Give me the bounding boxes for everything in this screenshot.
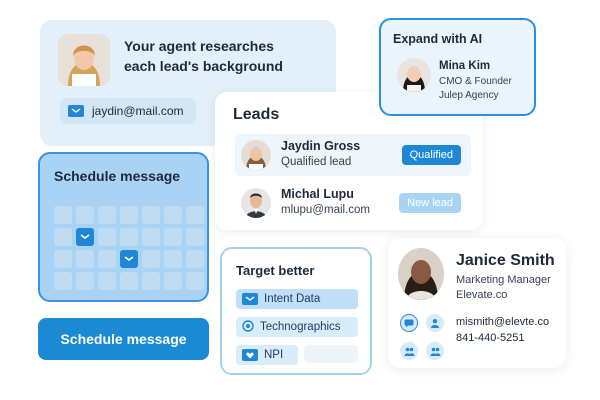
mail-icon	[124, 255, 134, 261]
lead-status-badge[interactable]: Qualified	[401, 145, 461, 165]
lead-detail: Qualified lead	[281, 156, 352, 168]
calendar-slot[interactable]	[98, 272, 116, 290]
contact-avatar	[397, 58, 431, 92]
calendar-slot[interactable]	[54, 228, 72, 246]
calendar-slot[interactable]	[120, 228, 138, 246]
scheduled-slot[interactable]	[120, 250, 138, 268]
mail-icon	[68, 105, 84, 117]
lead-row[interactable]: Jaydin Gross Qualified lead Qualified	[235, 134, 471, 176]
lead-avatar	[241, 140, 271, 170]
calendar-slot[interactable]	[164, 206, 182, 224]
target-better-card: Target better Intent Data Technographics…	[220, 247, 372, 375]
expand-title: Expand with AI	[393, 32, 483, 46]
calendar-slot[interactable]	[164, 228, 182, 246]
target-option-intent-data[interactable]: Intent Data	[236, 289, 358, 309]
contact-card: Janice Smith Marketing Manager Elevate.c…	[388, 238, 566, 368]
calendar-slot[interactable]	[54, 206, 72, 224]
lead-status-badge[interactable]: New lead	[399, 193, 461, 213]
calendar-slot[interactable]	[142, 228, 160, 246]
globe-icon	[242, 319, 254, 335]
lead-email-chip[interactable]: jaydin@mail.com	[60, 98, 196, 124]
calendar-slot[interactable]	[142, 206, 160, 224]
target-title: Target better	[236, 263, 315, 278]
lead-name: Jaydin Gross	[281, 139, 361, 153]
mail-icon	[80, 233, 90, 239]
calendar-slot[interactable]	[164, 272, 182, 290]
calendar-slot[interactable]	[98, 206, 116, 224]
chat-icon[interactable]	[400, 314, 418, 332]
schedule-panel: Schedule message	[38, 152, 209, 302]
heart-icon	[242, 349, 258, 361]
contact-organization: Elevate.co	[456, 289, 508, 301]
calendar-slot[interactable]	[186, 228, 204, 246]
lead-name: Michal Lupu	[281, 187, 354, 201]
calendar-slot[interactable]	[98, 228, 116, 246]
leads-title: Leads	[233, 106, 280, 123]
calendar-slot[interactable]	[98, 250, 116, 268]
contact-phone[interactable]: 841-440-5251	[456, 332, 525, 344]
calendar-slot[interactable]	[76, 206, 94, 224]
contact-role: Marketing Manager	[456, 274, 551, 286]
lead-avatar	[241, 188, 271, 218]
calendar-slot[interactable]	[54, 250, 72, 268]
calendar-slot[interactable]	[76, 250, 94, 268]
calendar-slot[interactable]	[164, 250, 182, 268]
lead-email-text: jaydin@mail.com	[92, 104, 184, 118]
schedule-message-button[interactable]: Schedule message	[38, 318, 209, 360]
schedule-panel-title: Schedule message	[54, 168, 181, 184]
contact-organization: Julep Agency	[439, 90, 499, 101]
calendar-slot[interactable]	[142, 272, 160, 290]
contact-name: Mina Kim	[439, 60, 491, 72]
contact-role: CMO & Founder	[439, 76, 512, 87]
calendar-slot[interactable]	[186, 250, 204, 268]
calendar-slot[interactable]	[120, 206, 138, 224]
lead-detail: mlupu@mail.com	[281, 204, 371, 216]
calendar-slot[interactable]	[142, 250, 160, 268]
target-option-label: Technographics	[260, 321, 341, 333]
calendar-slot[interactable]	[186, 272, 204, 290]
expand-with-ai-card[interactable]: Expand with AI Mina Kim CMO & Founder Ju…	[379, 18, 536, 116]
group-icon[interactable]	[400, 342, 418, 360]
agent-research-headline: Your agent researches each lead's backgr…	[124, 38, 283, 74]
contact-email[interactable]: mismith@elevte.co	[456, 316, 550, 328]
agent-lead-avatar	[58, 34, 110, 86]
mail-icon	[242, 293, 258, 305]
target-option-placeholder	[304, 345, 358, 363]
calendar-slot[interactable]	[54, 272, 72, 290]
contact-name: Janice Smith	[456, 252, 555, 269]
calendar-slot[interactable]	[120, 272, 138, 290]
lead-row[interactable]: Michal Lupu mlupu@mail.com New lead	[235, 182, 471, 224]
calendar-slot[interactable]	[186, 206, 204, 224]
target-option-label: Intent Data	[264, 293, 321, 305]
agent-research-card: Your agent researches each lead's backgr…	[40, 20, 336, 146]
schedule-calendar-grid	[54, 206, 204, 290]
calendar-slot[interactable]	[76, 272, 94, 290]
group-icon[interactable]	[426, 342, 444, 360]
scheduled-slot[interactable]	[76, 228, 94, 246]
person-icon[interactable]	[426, 314, 444, 332]
target-option-technographics[interactable]: Technographics	[236, 317, 358, 337]
target-option-label: NPI	[264, 349, 284, 361]
target-option-npi[interactable]: NPI	[236, 345, 298, 365]
contact-avatar	[398, 248, 444, 300]
